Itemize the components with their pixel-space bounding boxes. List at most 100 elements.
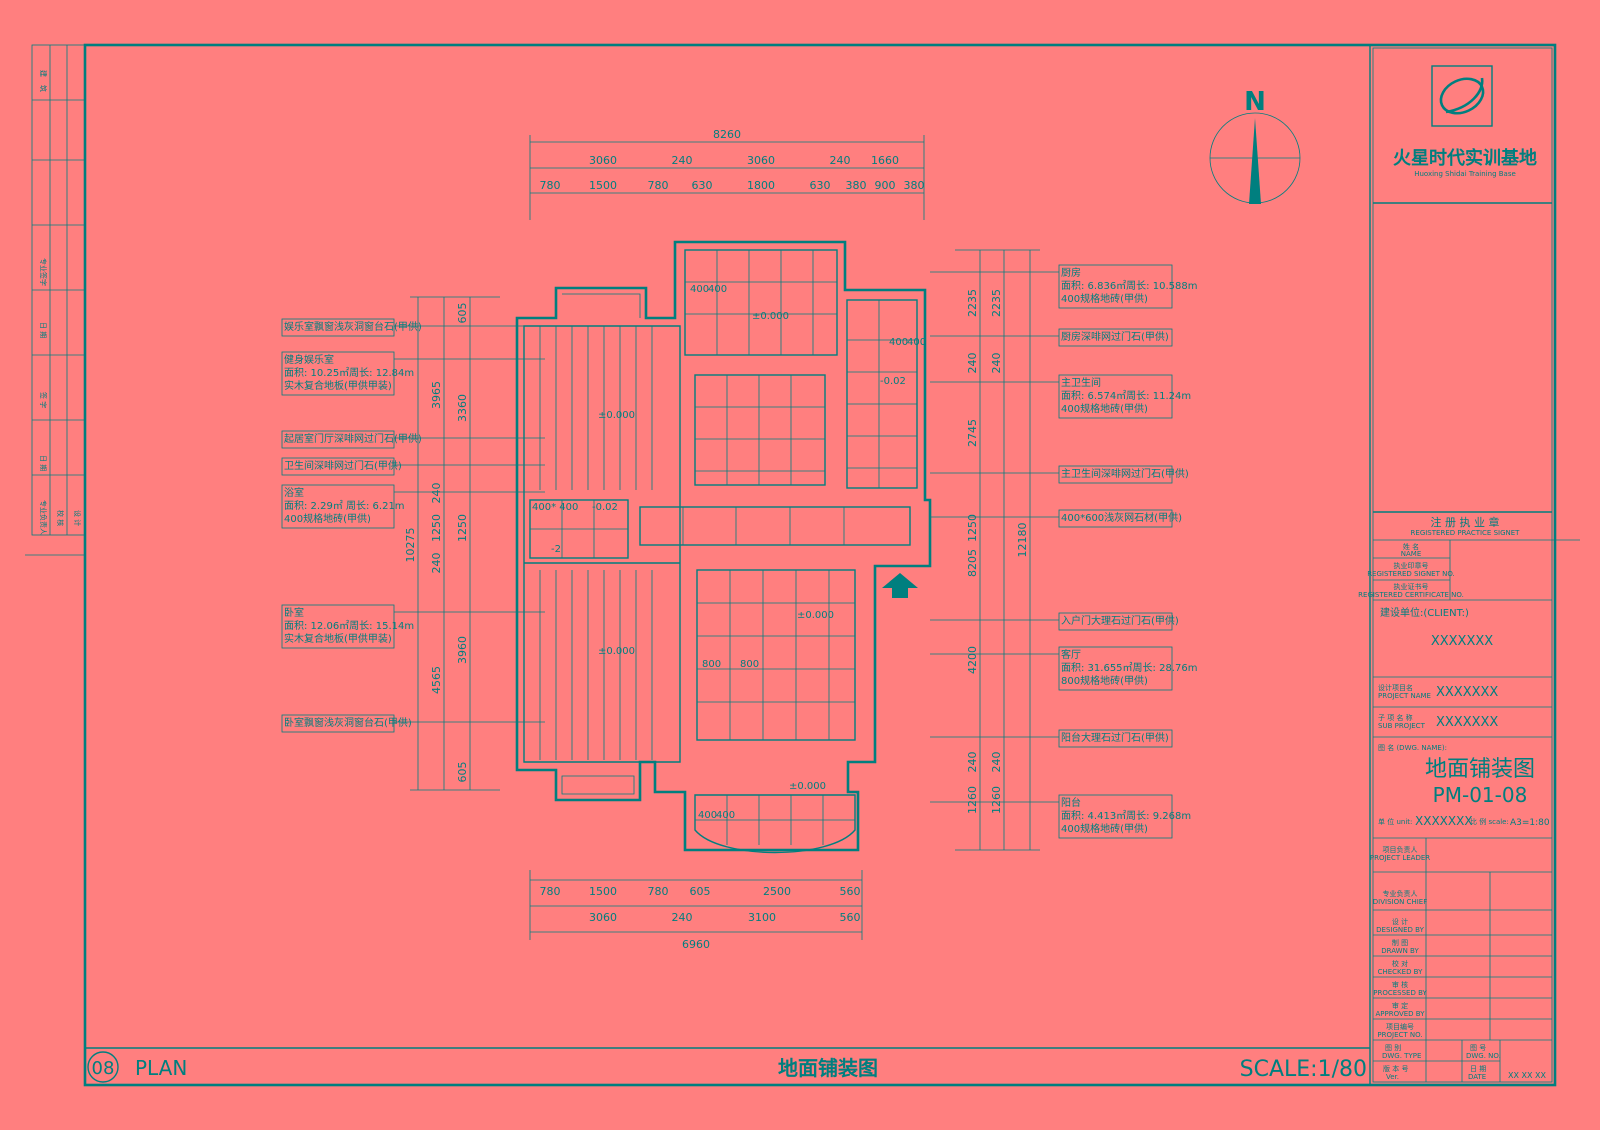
dimension-label: 240 <box>966 752 979 773</box>
upper-living-area <box>694 374 826 486</box>
dimension-label: 3060 <box>589 911 617 924</box>
meta-date-en: DATE <box>1468 1073 1486 1081</box>
signature-role-en: DIVISION CHIEF <box>1373 898 1427 906</box>
floor-plan: ±0.000 ±0.000 ±0.000 ±0.000 ±0.000 -0.02… <box>515 240 932 854</box>
annotation-text: 厨房深啡网过门石(甲供) <box>1061 330 1169 343</box>
tile-size: 400 <box>708 284 727 295</box>
annotation-text: 主卫生间 <box>1061 376 1101 389</box>
dimension-label: 4200 <box>966 646 979 674</box>
signature-role: 制 图 <box>1392 938 1408 947</box>
annotation-text: 面积: 10.25㎡周长: 12.84m <box>284 367 414 379</box>
annotation-text: 客厅 <box>1061 648 1081 661</box>
meta-date-value: XX XX XX <box>1508 1071 1546 1080</box>
dimension-label: 1250 <box>966 514 979 542</box>
strip-label: 建 <box>39 70 48 77</box>
dimension-label: 605 <box>690 885 711 898</box>
north-arrow-icon <box>1249 118 1261 204</box>
meta-dwg-no-en: DWG. NO. <box>1466 1052 1501 1060</box>
signature-role: 设 计 <box>1392 917 1408 926</box>
reg-row-en: NAME <box>1401 550 1422 558</box>
titleblock-inner-border <box>1372 47 1553 1083</box>
signature-role-en: CHECKED BY <box>1378 968 1424 976</box>
dimension-label: 900 <box>875 179 896 192</box>
annotation-box <box>281 714 395 733</box>
annotation-box <box>281 318 395 337</box>
drawing-name-label: 图 名 (DWG. NAME): <box>1378 743 1447 752</box>
annotation-text: 阳台大理石过门石(甲供) <box>1061 731 1169 744</box>
reg-row: 执业证书号 <box>1394 582 1429 591</box>
dim-top-total: 8260 <box>713 128 741 141</box>
reg-row: 姓 名 <box>1403 542 1419 551</box>
dimension-label: 3060 <box>589 154 617 167</box>
dimension-label: 2500 <box>763 885 791 898</box>
annotation-text: 主卫生间深啡网过门石(甲供) <box>1061 467 1189 480</box>
tile-size: 400 <box>716 810 735 821</box>
level-mark: ±0.000 <box>598 646 635 657</box>
strip-label: 日 期 <box>39 322 47 338</box>
dimension-label: 1260 <box>966 786 979 814</box>
dimension-label: 780 <box>540 885 561 898</box>
annotation-text: 实木复合地板(甲供甲装) <box>284 632 392 645</box>
annotation-box <box>1058 264 1173 309</box>
annotation-box <box>1058 509 1173 528</box>
entrance-arrow-icon <box>882 573 918 598</box>
reg-row-en: REGISTERED SIGNET NO. <box>1367 570 1455 578</box>
level-mark: ±0.000 <box>789 781 826 792</box>
signature-role-en: PROJECT LEADER <box>1370 854 1430 862</box>
dimension-label: 1500 <box>589 885 617 898</box>
dimension-label: 240 <box>430 553 443 574</box>
corridor <box>639 506 911 546</box>
annotation-box <box>281 430 395 449</box>
dimension-label: 3965 <box>430 381 443 409</box>
annotation-text: 厨房 <box>1061 266 1081 279</box>
annotation-box <box>1058 374 1173 419</box>
annotation-box <box>1058 612 1173 631</box>
bottom-title: 地面铺装图 <box>778 1056 878 1080</box>
dimension-label: 1250 <box>430 514 443 542</box>
tile-size: 400 <box>889 337 908 348</box>
north-letter: N <box>1244 87 1266 117</box>
strip-label: 专业负责人 <box>39 500 48 535</box>
annotation-text: 面积: 2.29㎡ 周长: 6.21m <box>284 500 405 512</box>
tile-size: 800 <box>740 659 759 670</box>
dimension-label: 380 <box>846 179 867 192</box>
sub-project-value: XXXXXXX <box>1436 715 1498 730</box>
tile-size: 800 <box>702 659 721 670</box>
dimension-label: 2235 <box>990 289 1003 317</box>
drawing-number-circle <box>87 1051 119 1083</box>
dimension-label: 3060 <box>747 154 775 167</box>
signature-role: 审 核 <box>1392 980 1408 989</box>
dimension-label: 780 <box>540 179 561 192</box>
project-name-label: 设计项目名 <box>1378 683 1413 692</box>
dim-right-total: 12180 <box>1016 523 1029 558</box>
annotation-text: 面积: 31.655㎡周长: 28.76m <box>1061 662 1197 674</box>
company-logo-icon <box>1431 65 1493 127</box>
annotation-box <box>281 484 395 529</box>
signature-role: 项目编号 <box>1386 1022 1414 1031</box>
annotation-text: 面积: 4.413㎡周长: 9.268m <box>1061 810 1191 822</box>
dimension-label: 2235 <box>966 289 979 317</box>
annotation-text: 浴室 <box>284 486 304 499</box>
strip-label: 日 期 <box>39 455 47 471</box>
title-block: 火星时代实训基地 Huoxing Shidai Training Base 注 … <box>1358 65 1580 1082</box>
drawing-border <box>83 43 1557 1087</box>
living-room <box>696 569 856 741</box>
signature-role-en: DESIGNED BY <box>1376 926 1424 934</box>
signature-role: 校 对 <box>1392 959 1408 968</box>
dimension-label: 2745 <box>966 419 979 447</box>
scale-label-tb: 比 例 scale: <box>1470 817 1509 826</box>
annotation-text: 健身娱乐室 <box>284 353 334 366</box>
client-label: 建设单位:(CLIENT:) <box>1380 606 1469 619</box>
company-name-en: Huoxing Shidai Training Base <box>1414 170 1516 178</box>
annotation-box <box>1058 794 1173 839</box>
dimension-label: 1660 <box>871 154 899 167</box>
annotation-text: 起居室门厅深啡网过门石(甲供) <box>284 432 422 445</box>
annotation-text: 卫生间深啡网过门石(甲供) <box>284 459 402 472</box>
sub-project-label-en: SUB PROJECT <box>1378 722 1426 730</box>
signature-role: 审 定 <box>1392 1001 1408 1010</box>
strip-label: 校 核 <box>56 510 65 526</box>
dimension-label: 3960 <box>456 636 469 664</box>
